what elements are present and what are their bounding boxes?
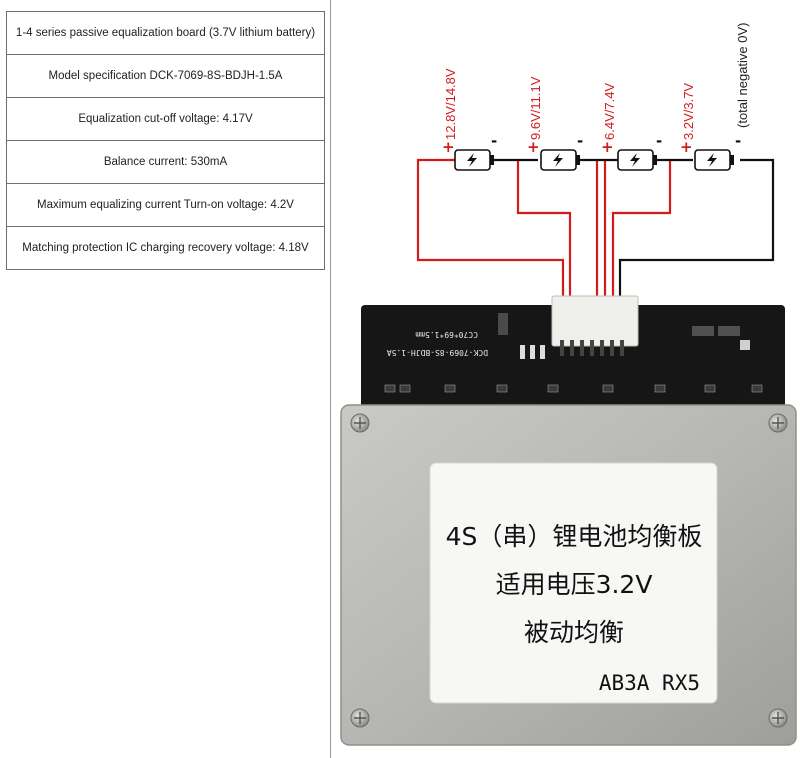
voltage-label-3s: 9.6V/11.1V <box>528 76 543 140</box>
column-divider <box>330 0 331 758</box>
board-photo: 12.8V/14.8V 9.6V/11.1V 6.4V/7.4V 3.2V/3.… <box>331 0 800 758</box>
battery-icon <box>540 149 580 171</box>
spec-table: 1-4 series passive equalization board (3… <box>6 11 325 270</box>
minus-sign: - <box>491 132 497 150</box>
label-code: AB3A RX5 <box>599 671 700 695</box>
pcb-silk-model: DCK-7069-8S-BDJH-1.5A <box>387 348 488 357</box>
spec-cell-model: Model specification DCK-7069-8S-BDJH-1.5… <box>6 54 325 98</box>
minus-sign: - <box>735 132 741 150</box>
polarity-signs: + + + + - - - - <box>442 132 741 156</box>
spec-cell-turnon: Maximum equalizing current Turn-on volta… <box>6 183 325 227</box>
plus-sign: + <box>442 138 455 156</box>
wire-negative <box>618 158 775 300</box>
label-voltage: 适用电压3.2V <box>496 570 653 599</box>
label-title: 4S（串）锂电池均衡板 <box>446 522 703 551</box>
pcb-board: CC70*69*1.5mm DCK-7069-8S-BDJH-1.5A <box>361 295 785 415</box>
voltage-label-2s: 6.4V/7.4V <box>602 83 617 140</box>
voltage-labels: 12.8V/14.8V 9.6V/11.1V 6.4V/7.4V 3.2V/3.… <box>443 22 750 140</box>
spec-row: Model specification DCK-7069-8S-BDJH-1.5… <box>6 54 325 98</box>
plus-sign: + <box>680 138 693 156</box>
spec-row: Equalization cut-off voltage: 4.17V <box>6 97 325 141</box>
plus-sign: + <box>601 138 614 156</box>
plus-sign: + <box>527 138 540 156</box>
spec-row: Maximum equalizing current Turn-on volta… <box>6 183 325 227</box>
voltage-label-1s: 3.2V/3.7V <box>681 83 696 140</box>
battery-icon <box>454 149 494 171</box>
board-label: 4S（串）锂电池均衡板 适用电压3.2V 被动均衡 AB3A RX5 <box>429 462 718 704</box>
wire-3s <box>516 160 572 300</box>
wiring <box>416 158 775 300</box>
spec-cell-cutoff: Equalization cut-off voltage: 4.17V <box>6 97 325 141</box>
battery-icon <box>617 149 657 171</box>
wire-4s-positive <box>416 158 565 300</box>
minus-sign: - <box>577 132 583 150</box>
battery-icon <box>694 149 734 171</box>
spec-cell-current: Balance current: 530mA <box>6 140 325 184</box>
label-type: 被动均衡 <box>524 618 624 647</box>
wire-1s <box>611 160 672 300</box>
spec-cell-recovery: Matching protection IC charging recovery… <box>6 226 325 270</box>
voltage-label-4s: 12.8V/14.8V <box>443 68 458 140</box>
spec-cell-series: 1-4 series passive equalization board (3… <box>6 11 325 55</box>
negative-label: (total negative 0V) <box>735 22 750 128</box>
minus-sign: - <box>656 132 662 150</box>
spec-row: 1-4 series passive equalization board (3… <box>6 11 325 55</box>
pcb-silk-size: CC70*69*1.5mm <box>415 330 478 339</box>
spec-row: Matching protection IC charging recovery… <box>6 226 325 270</box>
battery-cells <box>454 149 734 171</box>
board-diagram: 12.8V/14.8V 9.6V/11.1V 6.4V/7.4V 3.2V/3.… <box>340 22 797 746</box>
spec-row: Balance current: 530mA <box>6 140 325 184</box>
